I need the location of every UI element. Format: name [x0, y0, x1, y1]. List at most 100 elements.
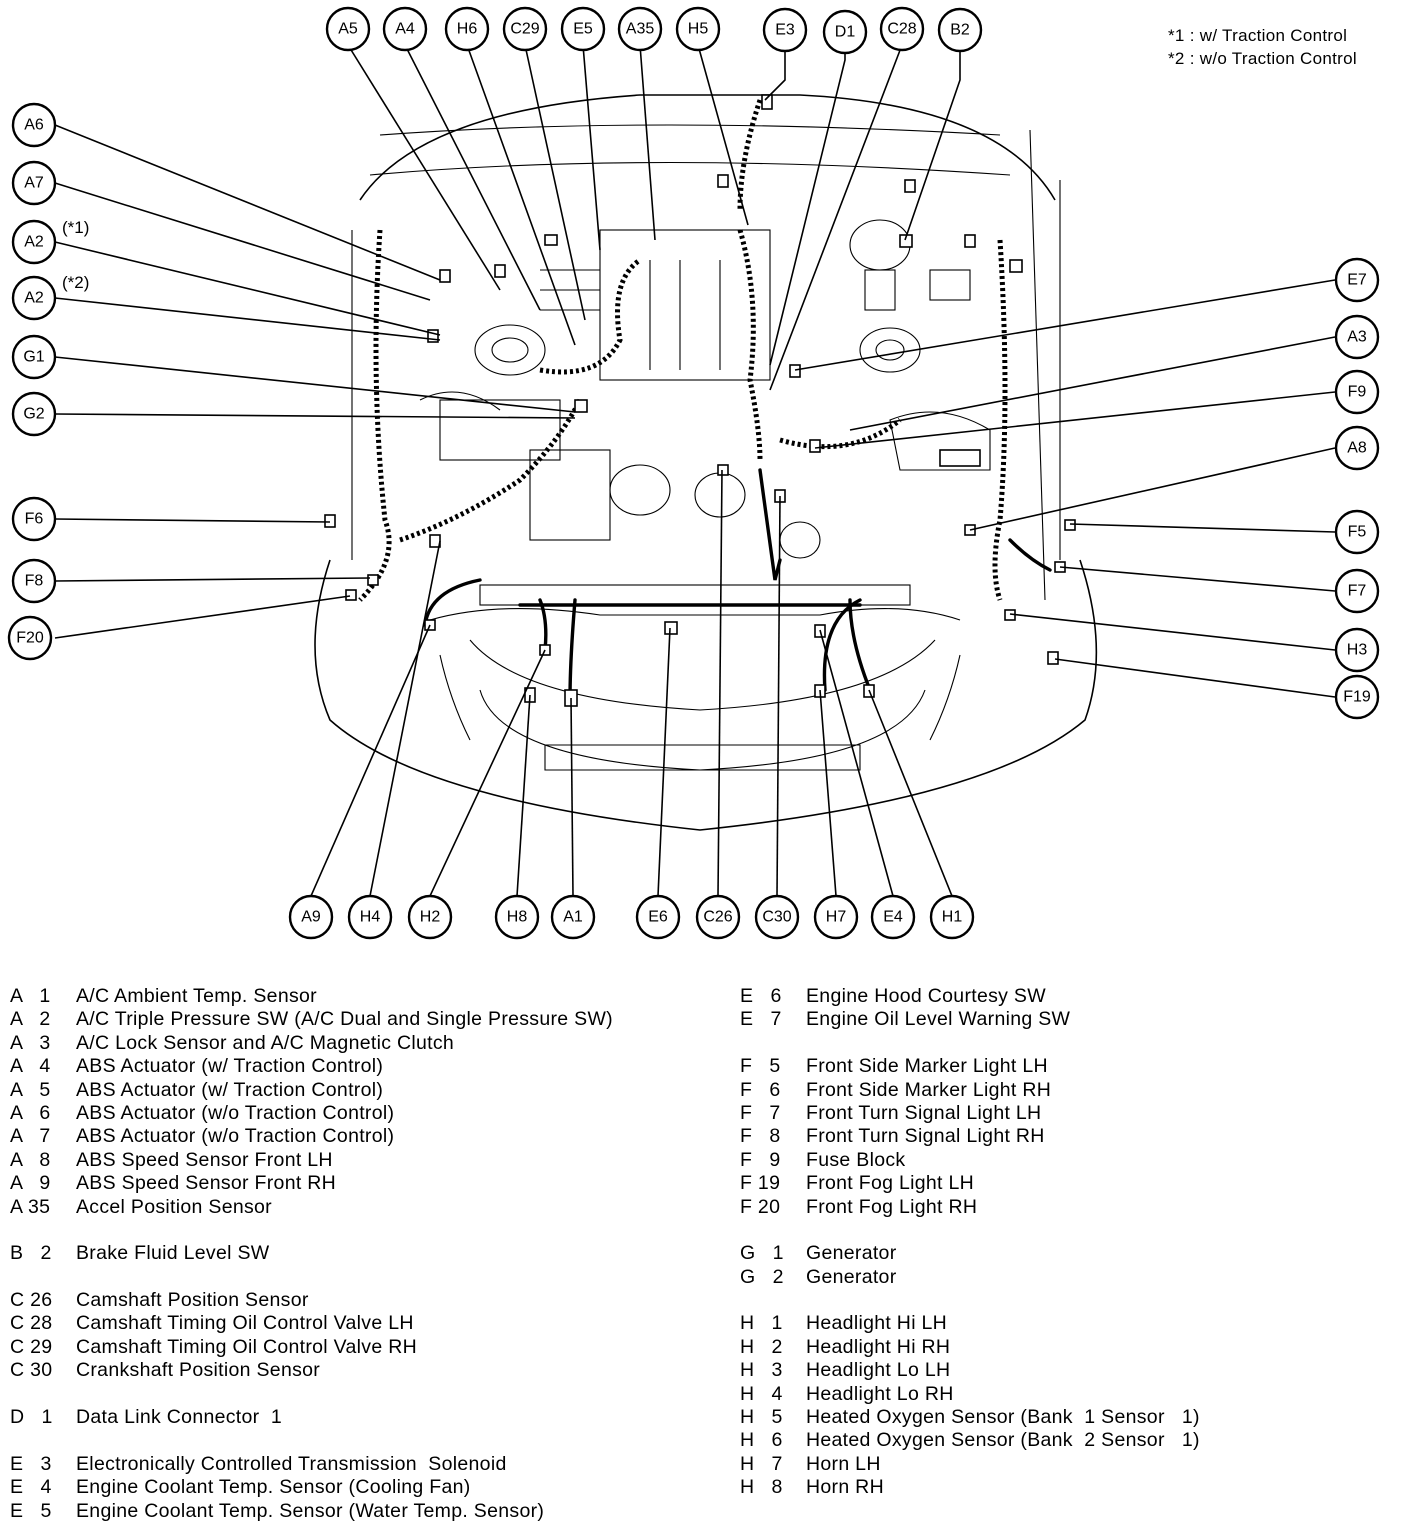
callout-H8: H8: [494, 894, 540, 940]
legend-code: H 7: [740, 1452, 783, 1475]
callout-G2: G2: [11, 391, 57, 437]
legend-description: Front Fog Light LH: [806, 1172, 974, 1195]
legend-code: H 6: [740, 1429, 783, 1452]
callouts-top: A5 A4 H6 C29 E5 A35 H5 E3 D1 C28 B2: [325, 6, 983, 55]
callout-F6: F6: [11, 496, 57, 542]
legend-code: F 5: [740, 1055, 781, 1078]
legend-code: F 20: [740, 1195, 781, 1218]
svg-text:A3: A3: [1347, 329, 1367, 346]
svg-text:F5: F5: [1348, 524, 1367, 541]
note-wo-traction: *2 : w/o Traction Control: [1168, 49, 1357, 68]
svg-text:E6: E6: [648, 909, 668, 926]
callout-E7: E7: [1334, 257, 1380, 303]
callout-H4: H4: [347, 894, 393, 940]
legend-code: A 6: [10, 1101, 51, 1124]
legend-description: Fuse Block: [806, 1148, 906, 1171]
callout-A2-wo-traction: A2: [11, 275, 57, 321]
legend-code: E 4: [10, 1476, 52, 1499]
callout-F8: F8: [11, 558, 57, 604]
svg-text:H3: H3: [1347, 642, 1368, 659]
legend-description: Engine Coolant Temp. Sensor (Cooling Fan…: [76, 1476, 471, 1499]
callout-H7: H7: [813, 894, 859, 940]
legend-item: F 5 Front Side Marker Light LH: [740, 1055, 1400, 1078]
svg-text:H8: H8: [507, 909, 528, 926]
callout-A35: A35: [617, 6, 663, 52]
legend-code: E 3: [10, 1452, 52, 1475]
legend-description: Engine Oil Level Warning SW: [806, 1008, 1071, 1031]
legend-description: ABS Speed Sensor Front RH: [76, 1172, 337, 1195]
callout-A4: A4: [382, 6, 428, 52]
legend-description: Heated Oxygen Sensor (Bank 2 Sensor 1): [806, 1429, 1200, 1452]
legend-item: F 7 Front Turn Signal Light LH: [740, 1102, 1400, 1125]
legend-description: Front Turn Signal Light RH: [806, 1125, 1045, 1148]
legend-description: Front Turn Signal Light LH: [806, 1101, 1042, 1124]
svg-text:A35: A35: [626, 21, 655, 38]
legend-description: Accel Position Sensor: [76, 1195, 272, 1218]
legend-description: ABS Actuator (w/o Traction Control): [76, 1125, 395, 1148]
legend-code: A 3: [10, 1031, 51, 1054]
callout-B2: B2: [937, 7, 983, 53]
callout-F19: F19: [1334, 674, 1380, 720]
svg-text:E4: E4: [883, 909, 903, 926]
callout-A6: A6: [11, 102, 57, 148]
legend-code: F 6: [740, 1078, 781, 1101]
engine-compartment-diagram: A5 A4 H6 C29 E5 A35 H5 E3 D1 C28 B2 A6 A…: [7, 6, 1380, 940]
legend-code: F 7: [740, 1101, 781, 1124]
legend-code: A 7: [10, 1125, 51, 1148]
legend-description: Engine Coolant Temp. Sensor (Water Temp.…: [76, 1499, 545, 1522]
callout-H1: H1: [929, 894, 975, 940]
svg-text:E3: E3: [775, 22, 795, 39]
svg-text:F20: F20: [16, 630, 44, 647]
legend-item: H 6 Heated Oxygen Sensor (Bank 2 Sensor 1…: [740, 1429, 1400, 1452]
svg-text:C26: C26: [703, 909, 732, 926]
legend-code: A 1: [10, 985, 51, 1007]
svg-text:E7: E7: [1347, 272, 1367, 289]
legend-code: C 29: [10, 1335, 53, 1358]
legend-description: ABS Actuator (w/o Traction Control): [76, 1101, 395, 1124]
qualifier-w-traction: (*1): [62, 218, 90, 237]
svg-text:H2: H2: [420, 909, 441, 926]
legend-description: Generator: [806, 1265, 897, 1288]
legend-description: Generator: [806, 1242, 897, 1265]
svg-text:E5: E5: [573, 21, 593, 38]
callout-A1: A1: [550, 894, 596, 940]
callout-A9: A9: [288, 894, 334, 940]
legend-code: F 19: [740, 1172, 781, 1195]
callout-E4: E4: [870, 894, 916, 940]
svg-text:B2: B2: [950, 22, 970, 39]
legend-code: C 26: [10, 1289, 53, 1312]
svg-text:F6: F6: [25, 511, 44, 528]
callout-A3: A3: [1334, 314, 1380, 360]
legend-description: Camshaft Timing Oil Control Valve LH: [76, 1312, 414, 1335]
leader-lines: [54, 44, 1336, 897]
legend-code: G 1: [740, 1242, 784, 1265]
legend-item: E 5 Engine Coolant Temp. Sensor (Water Te…: [10, 1500, 730, 1523]
legend-code: F 8: [740, 1125, 781, 1148]
legend-code: F 9: [740, 1148, 781, 1171]
callout-C26: C26: [695, 894, 741, 940]
legend-code: E 5: [10, 1499, 52, 1522]
legend-description: Camshaft Timing Oil Control Valve RH: [76, 1335, 417, 1358]
legend-description: Front Side Marker Light LH: [806, 1055, 1048, 1078]
svg-text:F7: F7: [1348, 583, 1367, 600]
legend-code: A 2: [10, 1008, 51, 1031]
legend-code: A 5: [10, 1078, 51, 1101]
callout-G1: G1: [11, 334, 57, 380]
legend-description: Front Fog Light RH: [806, 1195, 978, 1218]
legend-item: F 8 Front Turn Signal Light RH: [740, 1125, 1400, 1148]
callout-A2-w-traction: A2: [11, 219, 57, 265]
callout-C28: C28: [879, 6, 925, 52]
legend-description: Crankshaft Position Sensor: [76, 1359, 321, 1382]
